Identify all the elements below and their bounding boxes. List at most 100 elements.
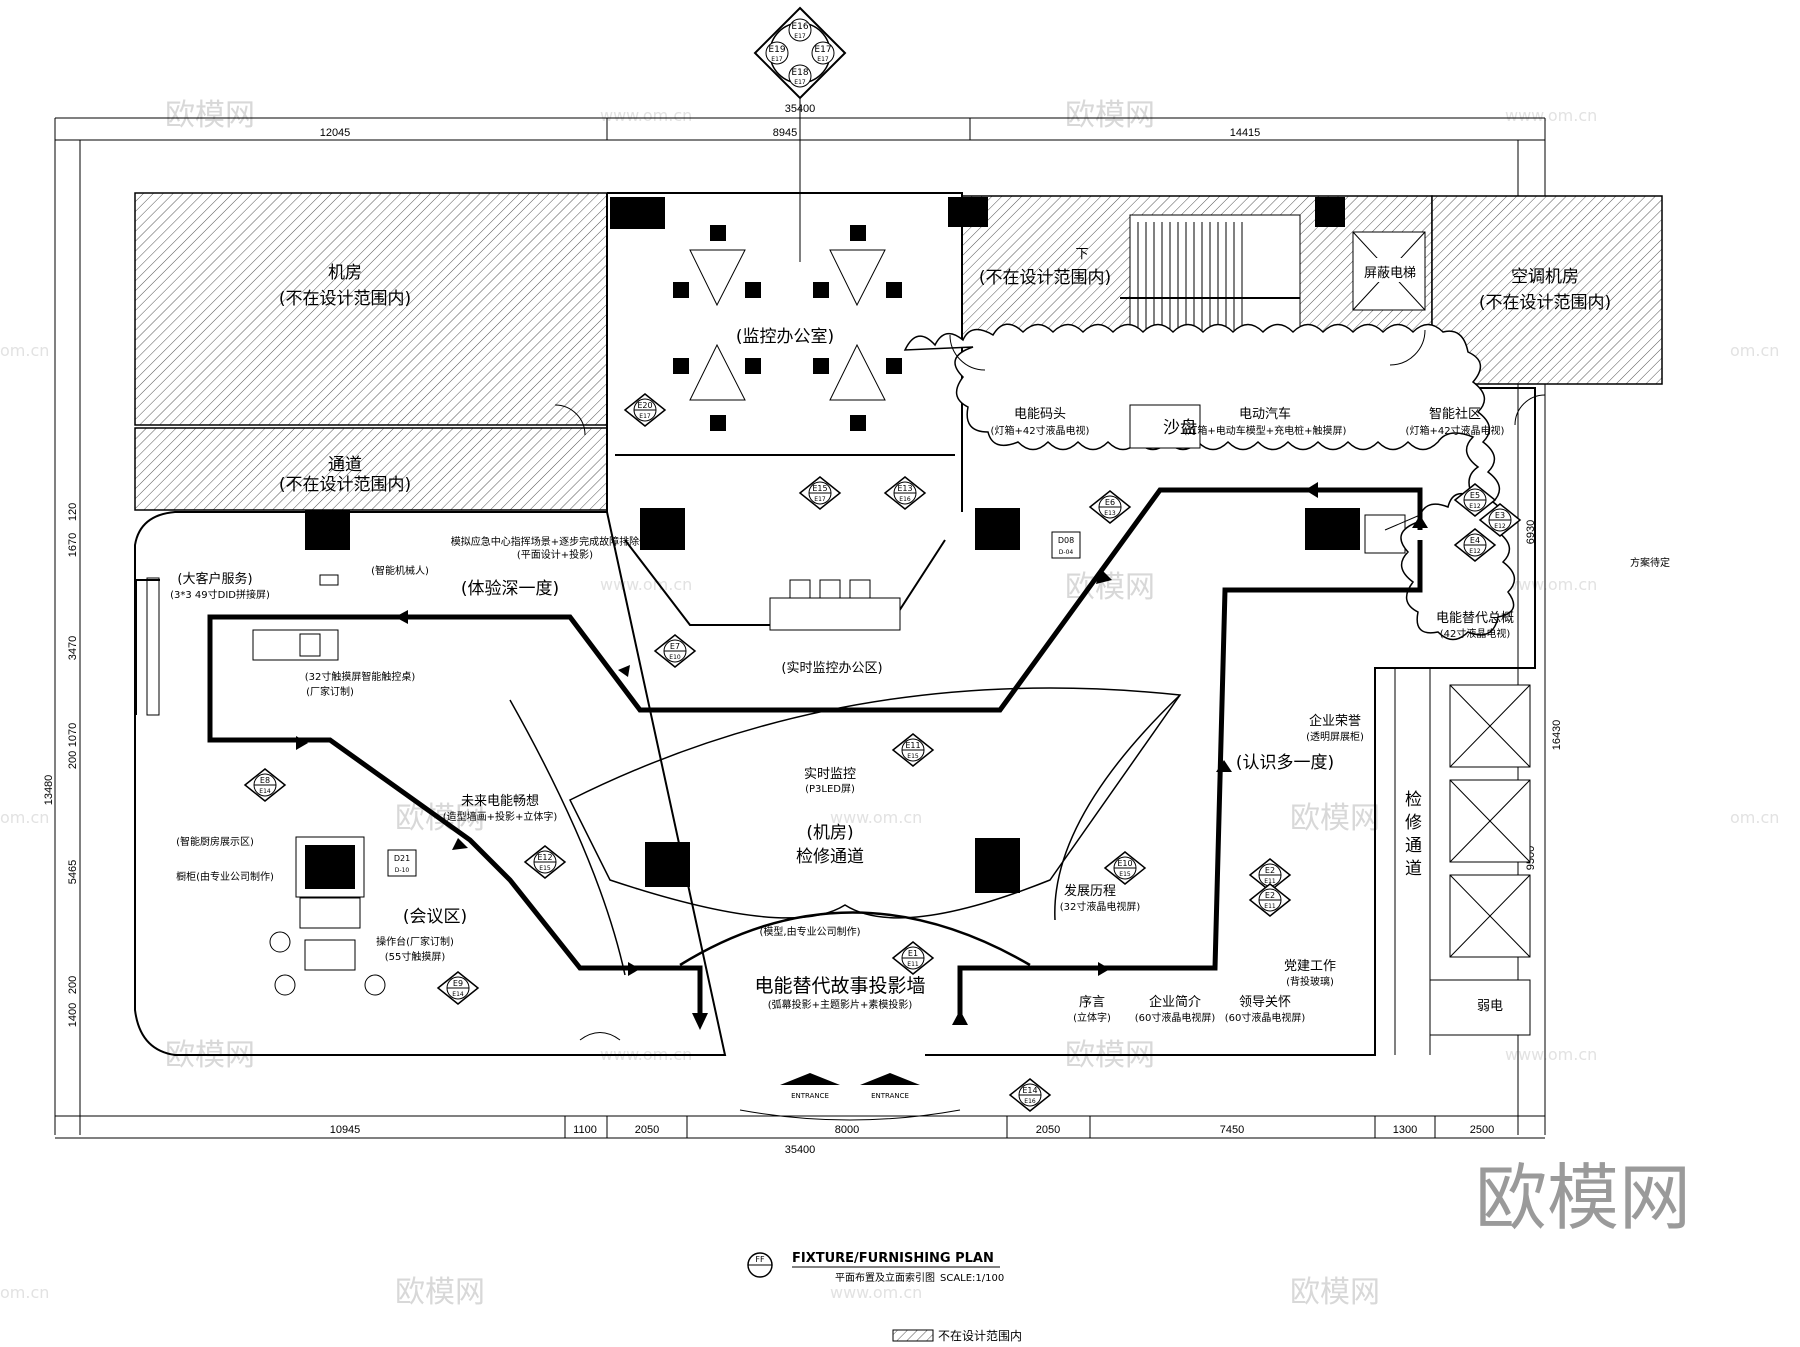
label-corridor: 通道 xyxy=(328,455,362,475)
elevation-marker-id: E8 xyxy=(260,776,270,785)
svg-text:电能替代总概: 电能替代总概 xyxy=(1436,611,1514,626)
svg-text:2050: 2050 xyxy=(1036,1124,1060,1136)
elevation-marker-sheet: E16 xyxy=(899,496,911,503)
svg-text:企业简介: 企业简介 xyxy=(1149,994,1201,1010)
svg-text:D21: D21 xyxy=(394,854,410,863)
svg-text:(60寸液晶电视屏): (60寸液晶电视屏) xyxy=(1225,1011,1306,1024)
elevation-marker-sheet: E13 xyxy=(1104,510,1116,517)
svg-text:E16: E16 xyxy=(791,22,808,32)
visitor-route xyxy=(207,482,1428,1030)
svg-text:ENTRANCE: ENTRANCE xyxy=(871,1092,909,1100)
svg-text:2050: 2050 xyxy=(635,1124,659,1136)
svg-text:未来电能畅想: 未来电能畅想 xyxy=(461,793,539,809)
svg-text:(弧幕投影+主题影片+素模投影): (弧幕投影+主题影片+素模投影) xyxy=(768,998,913,1011)
svg-text:党建工作: 党建工作 xyxy=(1284,959,1336,974)
svg-text:200: 200 xyxy=(67,976,79,994)
svg-text:电能码头: 电能码头 xyxy=(1014,407,1066,422)
svg-text:E17: E17 xyxy=(794,79,806,86)
svg-text:(不在设计范围内): (不在设计范围内) xyxy=(279,289,411,309)
watermark: 欧模网 xyxy=(395,1275,485,1310)
svg-text:(智能厨房展示区): (智能厨房展示区) xyxy=(176,835,254,848)
elevation-marker-sheet: E16 xyxy=(1024,1098,1036,1105)
plan-title: FIXTURE/FURNISHING PLAN xyxy=(792,1251,994,1266)
svg-text:D-10: D-10 xyxy=(395,867,410,874)
svg-text:2500: 2500 xyxy=(1470,1124,1494,1136)
svg-text:E17: E17 xyxy=(814,45,831,55)
elevation-marker-id: E12 xyxy=(537,853,552,862)
elevation-marker-id: E7 xyxy=(670,642,680,651)
watermark-url: www.om.cn xyxy=(830,1283,922,1302)
svg-text:(60寸液晶电视屏): (60寸液晶电视屏) xyxy=(1135,1011,1216,1024)
svg-text:8000: 8000 xyxy=(835,1124,859,1136)
svg-text:(42寸液晶电视): (42寸液晶电视) xyxy=(1440,627,1511,640)
label-meeting-area: (会议区) xyxy=(403,907,467,927)
svg-text:(P3LED屏): (P3LED屏) xyxy=(805,783,855,795)
fixtures xyxy=(252,404,1201,996)
svg-text:方案待定: 方案待定 xyxy=(1630,556,1670,569)
svg-text:3470: 3470 xyxy=(67,636,79,660)
elevation-marker-sheet: E11 xyxy=(1264,903,1276,910)
watermark-url: om.cn xyxy=(0,1283,49,1302)
label-stairs-out-of-scope: (不在设计范围内) xyxy=(979,268,1111,288)
svg-text:(灯箱+电动车模型+充电桩+触摸屏): (灯箱+电动车模型+充电桩+触摸屏) xyxy=(1184,424,1347,437)
svg-text:14415: 14415 xyxy=(1230,127,1261,139)
svg-text:13480: 13480 xyxy=(43,775,55,806)
label-realtime-office: (实时监控办公区) xyxy=(781,661,882,676)
elevation-marker-sheet: E12 xyxy=(1469,548,1481,555)
zone-labels: 电能码头 (灯箱+42寸液晶电视) 沙盘 电动汽车 (灯箱+电动车模型+充电桩+… xyxy=(170,406,1670,1024)
svg-text:FF: FF xyxy=(755,1255,765,1264)
svg-text:(灯箱+42寸液晶电视): (灯箱+42寸液晶电视) xyxy=(1406,424,1505,437)
svg-text:200: 200 xyxy=(67,751,79,769)
svg-text:1100: 1100 xyxy=(573,1124,597,1136)
watermark: 欧模网 xyxy=(1290,1275,1380,1310)
svg-text:(32寸液晶电视屏): (32寸液晶电视屏) xyxy=(1060,900,1141,913)
label-sandbox: 沙盘 xyxy=(1163,418,1197,438)
svg-text:(不在设计范围内): (不在设计范围内) xyxy=(1479,293,1611,313)
svg-text:1400: 1400 xyxy=(67,1003,79,1027)
watermark-url: om.cn xyxy=(1730,341,1779,360)
legend-out-of-scope: 不在设计范围内 xyxy=(938,1329,1022,1343)
label-monitor-office: (监控办公室) xyxy=(736,327,834,347)
svg-text:(造型墙画+投影+立体字): (造型墙画+投影+立体字) xyxy=(443,810,558,823)
svg-text:16430: 16430 xyxy=(1551,720,1563,751)
elevation-marker-id: E11 xyxy=(905,741,920,750)
label-machine-room: 机房 xyxy=(328,263,362,283)
doors: ENTRANCE ENTRANCE xyxy=(554,329,1546,1121)
svg-text:(智能机械人): (智能机械人) xyxy=(371,564,429,577)
watermark: 欧模网 xyxy=(165,98,255,133)
watermark-url: www.om.cn xyxy=(1505,1045,1597,1064)
watermark-url: www.om.cn xyxy=(1505,106,1597,125)
elevation-marker-id: E15 xyxy=(812,484,827,493)
label-repair-vertical: 检修通道 xyxy=(1401,790,1422,882)
elevation-marker-sheet: E10 xyxy=(669,654,681,661)
watermark-large: 欧模网 xyxy=(1475,1156,1691,1240)
elevation-marker-id: E20 xyxy=(637,401,652,410)
svg-text:120: 120 xyxy=(67,503,79,521)
svg-text:(3*3 49寸DID拼接屏): (3*3 49寸DID拼接屏) xyxy=(170,588,270,601)
watermark-url: om.cn xyxy=(1730,808,1779,827)
elevation-marker-id: E6 xyxy=(1105,498,1115,507)
elevation-marker-id: E9 xyxy=(453,979,463,988)
elevation-marker-id: E10 xyxy=(1117,859,1132,868)
svg-text:1300: 1300 xyxy=(1393,1124,1417,1136)
elevation-marker-sheet: E14 xyxy=(452,991,464,998)
watermark: 欧模网 xyxy=(1290,801,1380,836)
svg-text:(模型,由专业公司制作): (模型,由专业公司制作) xyxy=(760,925,861,938)
svg-text:下: 下 xyxy=(1075,247,1088,262)
label-know-more: (认识多一度) xyxy=(1236,753,1334,773)
svg-text:7450: 7450 xyxy=(1220,1124,1244,1136)
elevation-marker-sheet: E15 xyxy=(539,865,551,872)
walls xyxy=(134,192,1536,1056)
svg-text:(立体字): (立体字) xyxy=(1073,1011,1111,1024)
